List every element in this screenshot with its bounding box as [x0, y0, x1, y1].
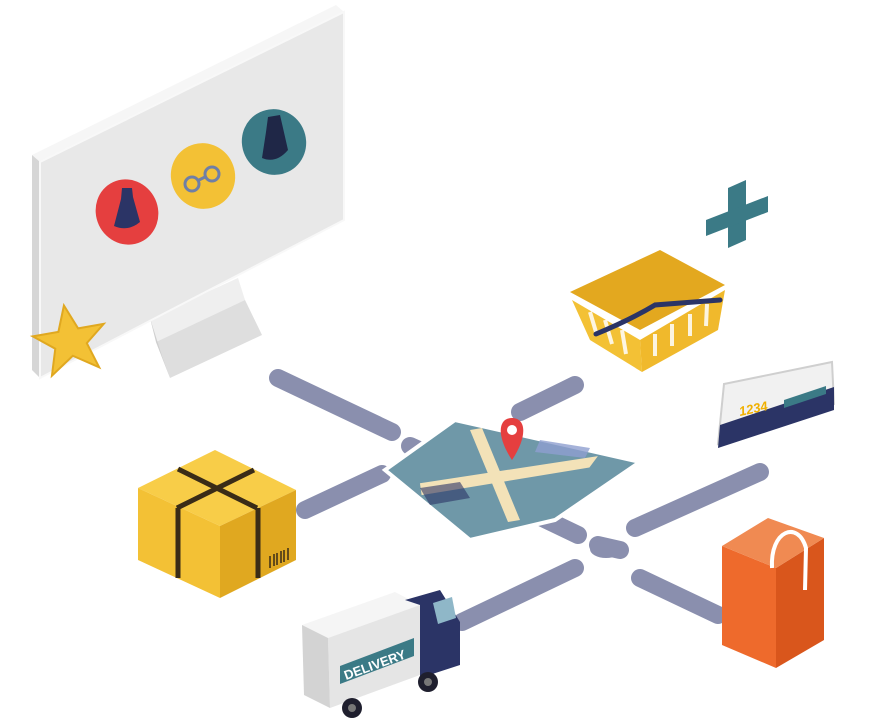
map-pin-icon[interactable] [500, 418, 524, 460]
bag-handle [769, 530, 809, 591]
map-block [420, 482, 470, 505]
road-segment [296, 465, 391, 519]
basket-handle [593, 297, 723, 337]
monitor-icon [32, 5, 345, 380]
card-chip [784, 386, 826, 408]
truck-cargo-top [302, 592, 420, 638]
card-stripe [718, 387, 834, 448]
truck-cargo-back [302, 625, 330, 708]
monitor-frame-left [32, 155, 40, 378]
dress-icon [114, 188, 140, 229]
truck-window [433, 597, 456, 624]
bag-front [722, 546, 776, 668]
delivery-truck-icon[interactable]: DELIVERY [302, 590, 460, 718]
package-box-icon[interactable] [138, 450, 296, 598]
truck-wheel [342, 698, 362, 718]
map-icon[interactable] [381, 417, 645, 543]
basket-side [640, 290, 725, 372]
star-icon [29, 302, 107, 379]
basket-back [570, 250, 725, 330]
product-card-sunglasses-yellow[interactable] [160, 133, 246, 220]
bag-side [776, 538, 824, 668]
dress-icon [262, 115, 288, 160]
barcode [269, 548, 289, 568]
plus-icon[interactable] [706, 180, 768, 248]
credit-card-icon[interactable]: 1234 [716, 360, 836, 448]
truck-wheel [418, 672, 438, 692]
road-segment [631, 569, 727, 624]
road-segment [269, 369, 401, 441]
truck-label-plate [340, 638, 414, 684]
road-segment [511, 376, 584, 421]
monitor-stand-base [156, 300, 262, 378]
road-segment [453, 559, 584, 631]
road-junction [590, 540, 622, 558]
monitor-stand [150, 278, 245, 342]
shopping-bag-icon[interactable] [722, 518, 824, 668]
road-segment [626, 463, 769, 537]
map-block [535, 440, 590, 458]
monitor-frame-side [32, 5, 344, 162]
map-road [419, 456, 598, 496]
product-card-dress-teal[interactable] [231, 99, 317, 186]
card-number: 1234 [738, 398, 770, 419]
product-card-dress-red[interactable] [85, 169, 169, 255]
bag-top [722, 518, 824, 568]
map-road [470, 428, 520, 522]
shopping-basket-icon[interactable] [570, 250, 725, 372]
sunglasses-icon [183, 165, 221, 193]
